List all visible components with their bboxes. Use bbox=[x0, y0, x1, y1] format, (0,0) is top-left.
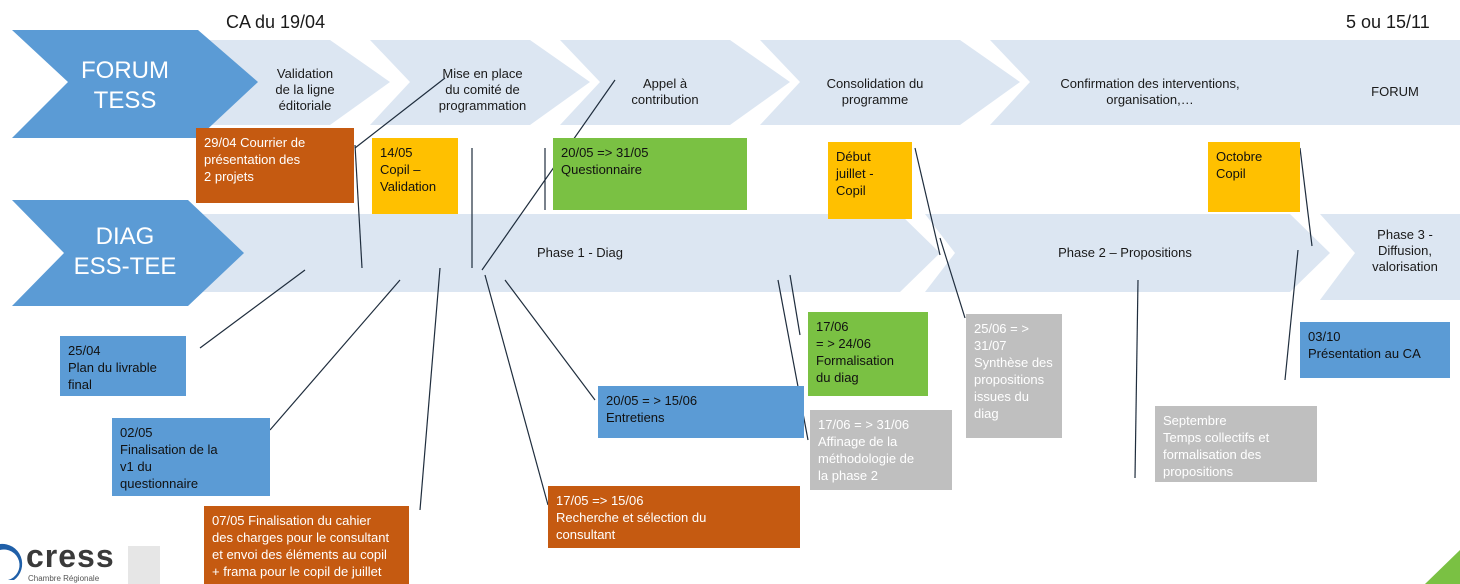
diag-phase-2: Phase 2 – Propositions bbox=[1058, 245, 1192, 260]
box-affinage-methodologie: 17/06 = > 31/06 Affinage de la méthodolo… bbox=[810, 410, 952, 490]
date-left: CA du 19/04 bbox=[226, 12, 326, 32]
logo-subtitle: Chambre Régionale bbox=[28, 574, 100, 583]
box-presentation-ca: 03/10 Présentation au CA bbox=[1300, 322, 1450, 378]
box-recherche-consultant: 17/05 => 15/06 Recherche et sélection du… bbox=[548, 486, 800, 548]
forum-header-label: FORUM TESS bbox=[81, 57, 169, 114]
cress-logo-mark bbox=[0, 543, 160, 584]
forum-header-shape bbox=[12, 30, 258, 138]
diag-chevron-1 bbox=[180, 214, 940, 292]
forum-step-6: FORUM bbox=[1371, 84, 1419, 99]
diag-chevrons bbox=[180, 214, 1460, 300]
corner-triangle bbox=[1425, 550, 1460, 584]
diag-header-label: DIAG ESS-TEE bbox=[73, 223, 177, 280]
box-octobre-copil: Octobre Copil bbox=[1208, 142, 1300, 212]
box-cahier-charges: 07/05 Finalisation du cahier des charges… bbox=[204, 506, 409, 584]
forum-chevron-4 bbox=[760, 40, 1020, 125]
diag-chevron-2 bbox=[925, 214, 1330, 292]
box-finalisation-v1: 02/05 Finalisation de la v1 du questionn… bbox=[112, 418, 270, 496]
logo-word: cress bbox=[26, 538, 115, 574]
forum-step-5: Confirmation des interventions, organisa… bbox=[1060, 76, 1240, 107]
box-synthese-propositions: 25/06 = > 31/07 Synthèse des proposition… bbox=[966, 314, 1062, 438]
box-entretiens: 20/05 = > 15/06 Entretiens bbox=[598, 386, 804, 438]
date-right: 5 ou 15/11 bbox=[1346, 12, 1430, 32]
forum-chevrons bbox=[200, 40, 1460, 125]
box-questionnaire: 20/05 => 31/05 Questionnaire bbox=[553, 138, 747, 210]
forum-step-3: Appel à contribution bbox=[631, 76, 699, 107]
diag-chevron-3 bbox=[1320, 214, 1460, 300]
forum-step-1: Validation de la ligne éditoriale bbox=[275, 66, 335, 113]
forum-chevron-6 bbox=[1290, 40, 1460, 125]
diag-phase-1: Phase 1 - Diag bbox=[537, 245, 623, 260]
forum-step-4: Consolidation du programme bbox=[826, 76, 924, 107]
connector-lines bbox=[199, 77, 1313, 511]
diag-header-shape bbox=[12, 200, 244, 306]
box-formalisation-diag: 17/06 = > 24/06 Formalisation du diag bbox=[808, 312, 928, 396]
forum-chevron-1 bbox=[200, 40, 390, 125]
forum-chevron-3 bbox=[560, 40, 790, 125]
box-debut-juillet: Début juillet - Copil bbox=[828, 142, 912, 219]
forum-step-2: Mise en place du comité de programmation bbox=[438, 66, 527, 113]
box-courrier: 29/04 Courrier de présentation des 2 pro… bbox=[196, 128, 354, 203]
box-septembre: Septembre Temps collectifs et formalisat… bbox=[1155, 406, 1317, 482]
box-copil-validation: 14/05 Copil – Validation bbox=[372, 138, 458, 214]
forum-chevron-2 bbox=[370, 40, 590, 125]
diag-phase-3: Phase 3 - Diffusion, valorisation bbox=[1372, 227, 1438, 274]
box-plan-livrable: 25/04 Plan du livrable final bbox=[60, 336, 186, 396]
forum-chevron-5 bbox=[990, 40, 1350, 125]
